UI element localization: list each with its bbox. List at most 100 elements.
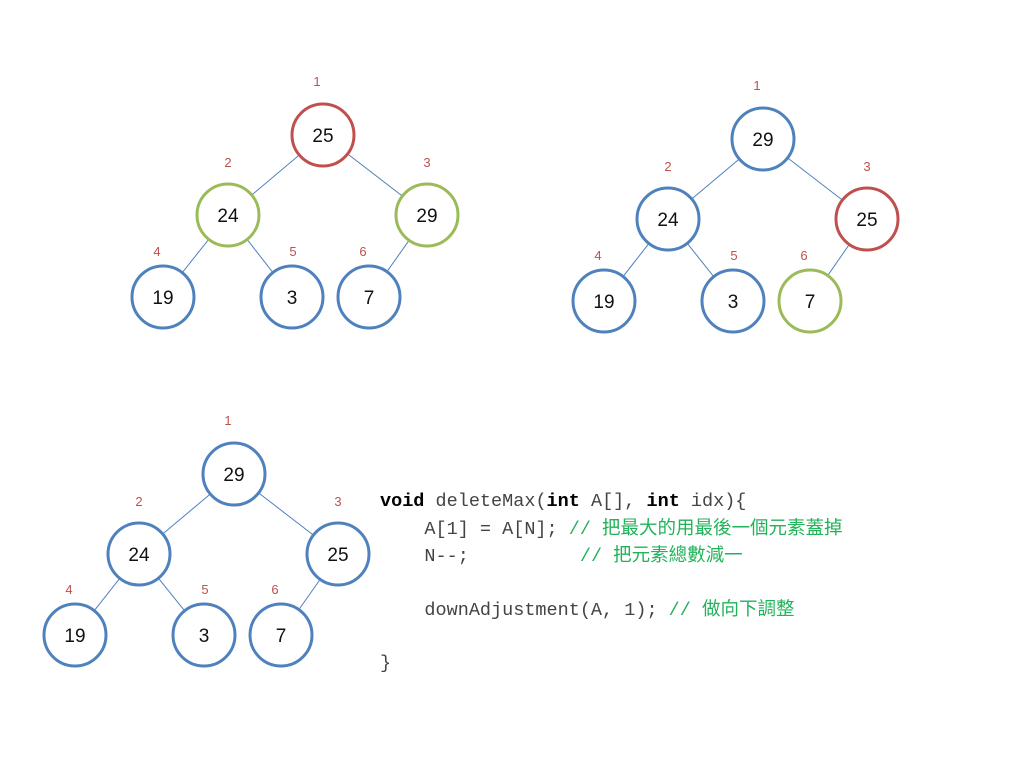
tree-edge — [93, 578, 121, 611]
node-index-label: 3 — [423, 155, 430, 170]
node-value: 25 — [856, 210, 877, 231]
node-circle — [730, 106, 796, 172]
node-circle — [42, 602, 108, 668]
node-value: 29 — [416, 206, 437, 227]
code-line-2: A[1] = A[N]; // 把最大的用最後一個元素蓋掉 — [380, 515, 843, 542]
code-fragment: N--; — [380, 546, 580, 567]
node-value: 24 — [217, 206, 239, 227]
node-index-label: 3 — [863, 159, 870, 174]
heap-node: 76 — [777, 248, 843, 334]
node-value: 19 — [64, 626, 85, 647]
node-circle — [195, 182, 261, 248]
tree-edge — [622, 243, 650, 277]
node-index-label: 6 — [359, 244, 366, 259]
node-index-label: 5 — [201, 582, 208, 597]
heap-node: 242 — [635, 159, 701, 252]
tree-edge — [787, 157, 843, 201]
node-circle — [106, 521, 172, 587]
heap-node: 76 — [336, 244, 402, 330]
node-index-label: 2 — [224, 155, 231, 170]
code-comment: 把元素總數減一 — [613, 545, 743, 566]
code-fragment: A[], — [579, 491, 647, 512]
node-index-label: 6 — [800, 248, 807, 263]
node-index-label: 1 — [753, 78, 760, 93]
node-index-label: 1 — [313, 74, 320, 89]
heap-node: 194 — [571, 248, 637, 334]
comment-marker: // — [568, 519, 603, 540]
node-index-label: 4 — [65, 582, 72, 597]
node-circle — [394, 182, 460, 248]
node-value: 7 — [276, 626, 287, 647]
node-index-label: 4 — [153, 244, 160, 259]
tree-edge — [181, 238, 210, 274]
tree-edge — [258, 492, 314, 536]
code-fragment: A[1] = A[N]; — [380, 519, 569, 540]
deletemax-code-block: void deleteMax(int A[], int idx){ A[1] =… — [380, 488, 843, 677]
code-fragment: downAdjustment(A, 1); — [380, 600, 669, 621]
tree-edge — [347, 153, 403, 197]
tree-edge — [158, 577, 185, 612]
node-value: 3 — [287, 288, 298, 309]
node-index-label: 6 — [271, 582, 278, 597]
node-circle — [336, 264, 402, 330]
node-circle — [201, 441, 267, 507]
tree-edge — [686, 242, 715, 278]
heap-node: 24 2 — [106, 494, 172, 587]
node-circle — [777, 268, 843, 334]
node-index-label: 4 — [594, 248, 601, 263]
node-index-label: 1 — [224, 413, 231, 428]
node-index-label: 5 — [730, 248, 737, 263]
tree-edge — [251, 154, 300, 196]
comment-marker: // — [668, 600, 702, 621]
node-circle — [305, 521, 371, 587]
heap-node: 253 — [305, 494, 371, 587]
code-line-7: } — [380, 650, 843, 677]
node-circle — [635, 186, 701, 252]
tree-edge — [386, 240, 410, 272]
node-index-label: 3 — [334, 494, 341, 509]
node-value: 7 — [364, 288, 375, 309]
heap-node: 19 4 — [42, 582, 108, 668]
heap-node: 24 2 — [195, 155, 261, 248]
node-value: 25 — [312, 126, 333, 147]
heap-node: 25 3 — [834, 159, 900, 252]
keyword-int: int — [646, 491, 680, 512]
node-value: 29 — [752, 130, 773, 151]
tree-edge — [827, 244, 850, 276]
heap-node: 25 1 — [290, 74, 356, 168]
heap-node: 19 4 — [130, 244, 196, 330]
node-circle — [290, 102, 356, 168]
node-value: 7 — [805, 292, 816, 313]
node-index-label: 5 — [289, 244, 296, 259]
keyword-void: void — [380, 491, 425, 512]
heap-node: 35 — [259, 244, 325, 330]
code-line-3: N--; // 把元素總數減一 — [380, 542, 843, 569]
code-line-6 — [380, 623, 843, 650]
code-fragment: } — [380, 653, 392, 674]
tree-edge — [162, 493, 211, 535]
node-value: 24 — [128, 545, 150, 566]
node-circle — [834, 186, 900, 252]
tree-edge — [298, 579, 321, 610]
heap-node: 29 3 — [394, 155, 460, 248]
tree-edge — [691, 158, 740, 200]
node-circle — [259, 264, 325, 330]
node-value: 19 — [152, 288, 173, 309]
heap-node: 29 1 — [201, 413, 267, 507]
node-value: 29 — [223, 465, 244, 486]
heap-node: 76 — [248, 582, 314, 668]
node-index-label: 2 — [135, 494, 142, 509]
comment-marker: // — [579, 546, 614, 567]
node-circle — [130, 264, 196, 330]
node-circle — [248, 602, 314, 668]
node-circle — [171, 602, 237, 668]
keyword-int: int — [546, 491, 580, 512]
code-line-5: downAdjustment(A, 1); // 做向下調整 — [380, 596, 843, 623]
heap-node: 35 — [700, 248, 766, 334]
code-fragment: idx){ — [679, 491, 747, 512]
code-comment: 把最大的用最後一個元素蓋掉 — [602, 518, 843, 539]
